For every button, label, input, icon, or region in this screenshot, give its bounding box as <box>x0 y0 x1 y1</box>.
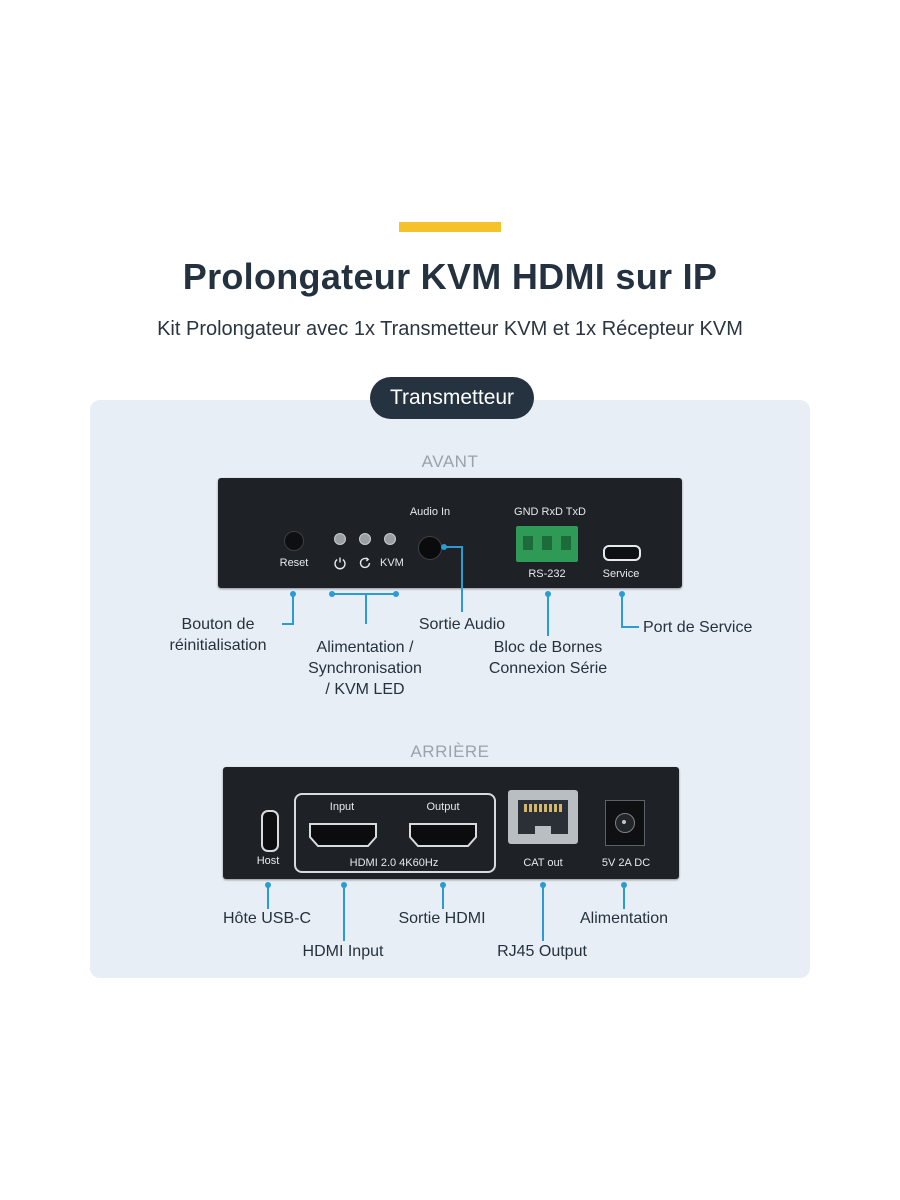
service-port-callout: Port de Service <box>643 619 753 636</box>
rs232-label: RS-232 <box>528 568 566 580</box>
micro-usb-port <box>603 545 641 561</box>
audio-out-callout: Sortie Audio <box>418 616 506 633</box>
hdmi-in-callout-dot <box>341 882 347 888</box>
reset-port-label: Reset <box>279 557 309 569</box>
kvm-led-label: KVM <box>380 557 404 569</box>
audio-callout-horizontal <box>444 546 462 548</box>
usbc-callout-line <box>267 887 269 909</box>
rj45-callout-line <box>542 887 544 941</box>
hdmi-spec-label: HDMI 2.0 4K60Hz <box>349 857 439 869</box>
led-callout-bracket <box>332 593 396 595</box>
rj45-output-callout: RJ45 Output <box>497 943 587 960</box>
hdmi-input-callout: HDMI Input <box>302 943 384 960</box>
audio-in-label: Audio In <box>409 506 451 518</box>
front-section-title: AVANT <box>421 452 479 471</box>
reset-callout-line1: Bouton de <box>181 616 255 633</box>
power-supply-callout: Alimentation <box>579 910 669 927</box>
rj45-port <box>508 790 578 844</box>
hdmi-port-group <box>294 793 496 873</box>
usb-c-port <box>261 810 279 852</box>
hdmi-output-label: Output <box>426 801 460 813</box>
audio-callout-line <box>461 546 463 612</box>
power-sync-kvm-callout: Alimentation / Synchronisation / KVM LED <box>290 637 440 700</box>
reset-callout-dot <box>290 591 296 597</box>
serial-callout-line <box>547 596 549 636</box>
gnd-rxd-txd-label: GND RxD TxD <box>514 506 586 518</box>
sync-icon <box>358 556 372 570</box>
hdmi-output-port <box>408 822 478 848</box>
cat-out-label: CAT out <box>523 857 563 869</box>
accent-bar <box>399 222 501 232</box>
power-led <box>334 533 346 545</box>
page-title: Prolongateur KVM HDMI sur IP <box>182 256 718 297</box>
serial-callout-line1: Bloc de Bornes <box>493 639 603 656</box>
service-port-label: Service <box>602 568 640 580</box>
reset-callout-line <box>292 596 294 624</box>
reset-callout-tick <box>282 623 294 625</box>
power-callout-line1: Alimentation / <box>316 639 414 656</box>
power-callout-dot <box>621 882 627 888</box>
power-callout-line2: Synchronisation <box>308 660 422 677</box>
hdmi-in-callout-line <box>343 887 345 941</box>
reset-callout-line2: réinitialisation <box>169 637 267 654</box>
sync-led <box>359 533 371 545</box>
page-subtitle: Kit Prolongateur avec 1x Transmetteur KV… <box>157 318 743 340</box>
rs232-terminal-block <box>516 526 578 562</box>
reset-callout: Bouton de réinitialisation <box>150 614 286 656</box>
section-pill: Transmetteur <box>370 377 534 419</box>
service-callout-line <box>621 596 623 627</box>
dc-power-jack <box>605 800 645 846</box>
service-callout-dot <box>619 591 625 597</box>
hdmi-out-callout-dot <box>440 882 446 888</box>
reset-button-port <box>284 531 304 551</box>
serial-callout-line2: Connexion Série <box>488 660 608 677</box>
hdmi-output-callout: Sortie HDMI <box>398 910 486 927</box>
rj45-callout-dot <box>540 882 546 888</box>
hdmi-out-callout-line <box>442 887 444 909</box>
dc-power-label: 5V 2A DC <box>601 857 651 869</box>
led-callout-dot-right <box>393 591 399 597</box>
usbc-callout-dot <box>265 882 271 888</box>
audio-jack <box>418 536 442 560</box>
hdmi-input-label: Input <box>329 801 355 813</box>
usbc-host-callout: Hôte USB-C <box>222 910 312 927</box>
power-callout-line3: / KVM LED <box>325 681 405 698</box>
serial-callout-dot <box>545 591 551 597</box>
power-icon <box>333 556 347 570</box>
kvm-led <box>384 533 396 545</box>
rear-section-title: ARRIÈRE <box>410 742 490 761</box>
host-port-label: Host <box>256 855 280 867</box>
hdmi-input-port <box>308 822 378 848</box>
serial-terminal-callout: Bloc de Bornes Connexion Série <box>478 637 618 679</box>
led-callout-line <box>365 594 367 624</box>
service-callout-horizontal <box>621 626 639 628</box>
hdmi-spec-bg <box>344 855 444 871</box>
power-callout-line <box>623 887 625 909</box>
